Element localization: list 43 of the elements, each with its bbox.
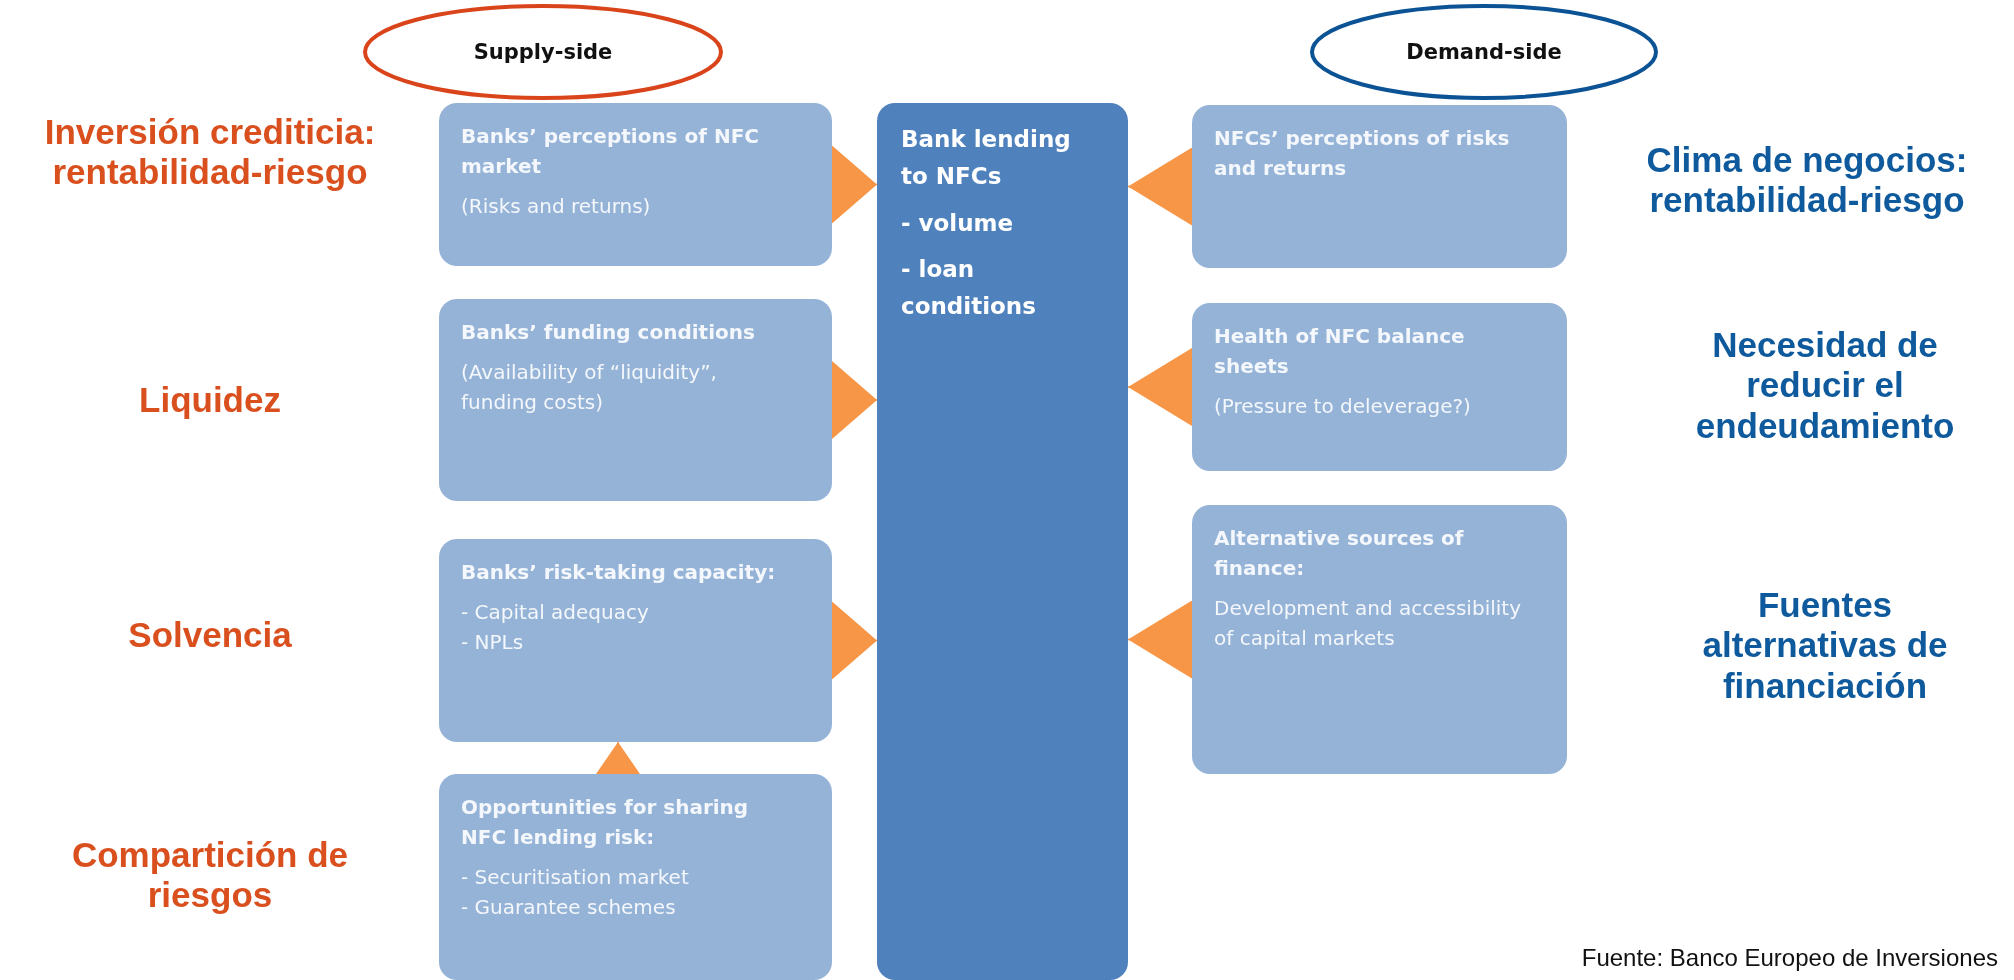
box-heading: Banks’ risk-taking capacity: [461,559,777,586]
side-label: Inversión crediticia: rentabilidad-riesgo [43,112,377,193]
box-heading: Health of NFC balance sheets [1214,323,1466,380]
box-heading: Alternative sources of finance: [1214,525,1465,582]
factor-box [1192,105,1567,268]
factor-box [439,774,832,980]
box-text: (Risks and returns) [461,193,652,220]
box-text: (Availability of “liquidity”, funding costs) [461,359,718,416]
factor-box [1192,303,1567,471]
side-label: Necesidad de reducir el endeudamiento [1694,325,1956,446]
box-text: (Pressure to deleverage?) [1214,393,1472,420]
source-note: Fuente: Banco Europeo de Inversiones [1581,944,1998,972]
factor-box [1192,505,1567,774]
arrow [1127,348,1193,426]
arrow [1127,147,1193,226]
side-label: Compartición de riesgos [70,835,350,916]
box-text: - loan conditions [901,255,1037,322]
side-label: Liquidez [138,380,282,421]
arrow [596,741,640,775]
oval-heading: Supply-side [363,4,723,100]
box-heading: Banks’ funding conditions [461,319,756,346]
oval-heading: Demand-side [1310,4,1658,100]
box-text: - Securitisation market [461,864,690,891]
arrow [831,145,878,224]
lending-box [877,103,1128,980]
box-text: - NPLs [461,629,525,656]
box-text: - Guarantee schemes [461,894,677,921]
arrow [1127,600,1193,679]
box-heading: Bank lending to NFCs [901,125,1072,191]
arrow [831,601,878,680]
factor-box [439,539,832,742]
side-label: Fuentes alternativas de financiación [1701,585,1949,706]
side-label: Solvencia [127,615,293,656]
box-text: - volume [901,208,1015,238]
box-heading: Banks’ perceptions of NFC market [461,123,760,180]
box-text: - Capital adequacy [461,599,650,626]
box-heading: Opportunities for sharing NFC lending risk: [461,794,750,851]
box-heading: NFCs’ perceptions of risks and returns [1214,125,1511,182]
side-label: Clima de negocios: rentabilidad-riesgo [1645,140,1969,221]
box-text: Development and accessibility of capital markets [1214,595,1522,652]
factor-box [439,299,832,501]
arrow [831,361,878,439]
factor-box [439,103,832,266]
